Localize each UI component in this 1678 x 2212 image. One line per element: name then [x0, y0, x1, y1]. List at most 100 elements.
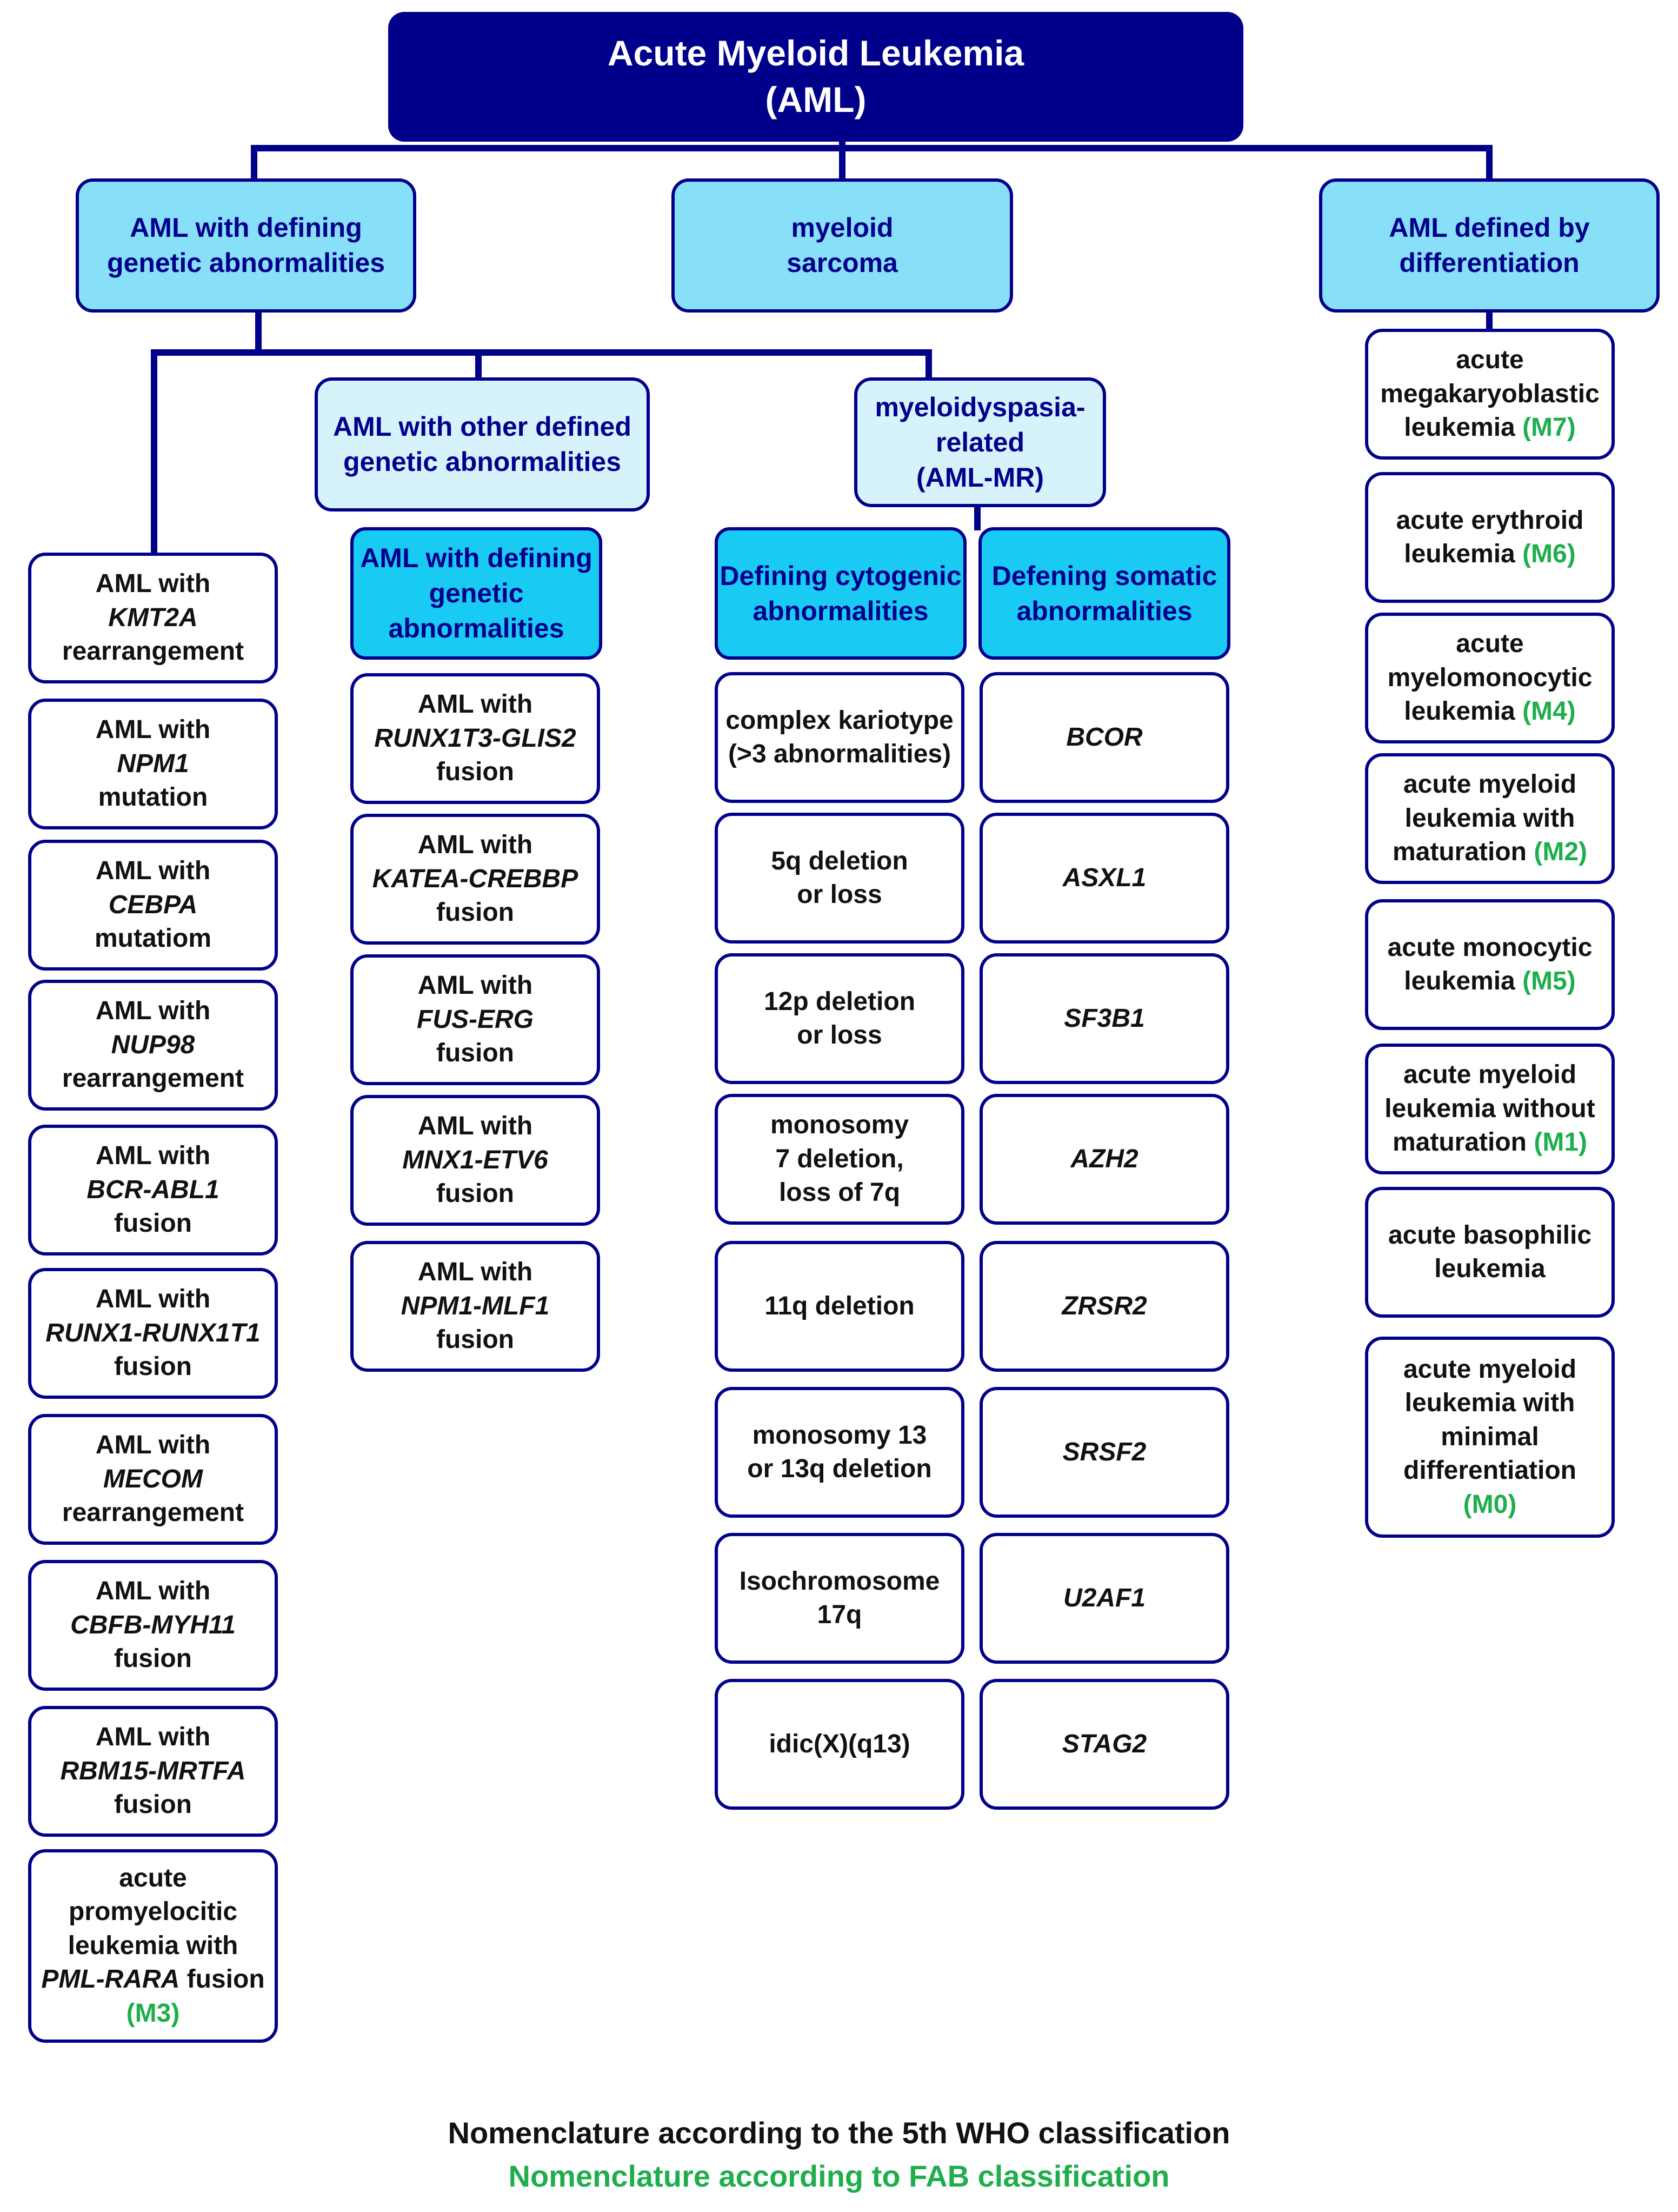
- node-label-line: leukemia (M4): [1404, 695, 1575, 728]
- gene-name: AZH2: [1070, 1144, 1138, 1173]
- node-label-line: acute myeloid: [1403, 1060, 1577, 1090]
- node-myeloid-sarcoma: myeloid sarcoma: [671, 178, 1013, 313]
- node-label-line: AML with: [95, 715, 211, 745]
- gene-name: NPM1: [117, 749, 189, 778]
- node-label-line: leukemia: [1434, 1254, 1546, 1283]
- node-label-line: genetic: [429, 578, 524, 608]
- node-other-defined-genetic: AML with other defined genetic abnormali…: [315, 377, 650, 512]
- leaf-somatic: U2AF1: [980, 1533, 1229, 1664]
- subheader-cytogenetic: Defining cytogenic abnormalities: [715, 527, 967, 660]
- node-label-line: myelomonocytic: [1387, 663, 1593, 692]
- leaf-somatic: STAG2: [980, 1679, 1229, 1810]
- node-label-line: fusion: [114, 1790, 192, 1819]
- leaf-cytogenetic: idic(X)(q13): [715, 1679, 964, 1810]
- node-label-line: fusion: [179, 1965, 265, 1994]
- root-aml: Acute Myeloid Leukemia (AML): [388, 12, 1243, 142]
- node-label-line: fusion: [436, 1325, 514, 1354]
- subheader-defining-genetic: AML with defining genetic abnormalities: [350, 527, 602, 660]
- node-label-line: AML with other defined: [333, 411, 631, 442]
- node-label-line: AML with: [95, 1723, 211, 1752]
- gene-name: ASXL1: [1062, 863, 1147, 892]
- node-label-line: minimal: [1441, 1422, 1539, 1451]
- gene-name: ZRSR2: [1062, 1291, 1147, 1320]
- node-label-line: AML defined by: [1389, 212, 1590, 243]
- node-label-line: promyelocitic: [68, 1897, 238, 1927]
- node-label-line: leukemia with: [1404, 803, 1575, 833]
- node-label-line: leukemia: [1404, 967, 1515, 995]
- legend-fab: Nomenclature according to FAB classifica…: [508, 2159, 1170, 2193]
- fab-code: (M5): [1522, 967, 1576, 995]
- node-label-line: myeloid: [791, 212, 894, 243]
- node-label-line: acute: [1456, 346, 1524, 375]
- gene-name: BCR-ABL1: [86, 1175, 219, 1204]
- node-label-line: rearrangement: [62, 1498, 244, 1527]
- node-label-line: leukemia (M6): [1404, 537, 1575, 571]
- gene-name: PML-RARA: [41, 1965, 180, 1994]
- node-label-line: complex kariotype: [725, 706, 954, 735]
- node-label-line: 17q: [817, 1600, 862, 1629]
- gene-name: SF3B1: [1064, 1004, 1145, 1033]
- node-label-line: abnormalities: [388, 613, 564, 643]
- node-label-line: leukemia without: [1384, 1094, 1595, 1123]
- gene-name: SRSF2: [1062, 1437, 1147, 1466]
- node-label-line: Defening somatic: [991, 560, 1217, 591]
- node-label-line: maturation: [1392, 1128, 1527, 1157]
- node-label-line: fusion: [436, 898, 514, 927]
- gene-name: KMT2A: [108, 603, 198, 632]
- leaf-somatic: ASXL1: [980, 813, 1229, 944]
- gene-name: CEBPA: [108, 890, 198, 919]
- gene-name: MECOM: [103, 1464, 203, 1493]
- node-label-line: PML-RARA fusion: [41, 1963, 264, 1996]
- node-label-line: leukemia (M5): [1404, 965, 1575, 998]
- node-myelodysplasia-related: myeloidyspasia- related (AML-MR): [854, 377, 1106, 507]
- node-label-line: 11q deletion: [764, 1291, 915, 1320]
- gene-name: KATEA-CREBBP: [372, 864, 578, 893]
- node-label-line: myeloidyspasia-: [875, 391, 1086, 422]
- node-label-line: rearrangement: [62, 1064, 244, 1093]
- root-title: Acute Myeloid Leukemia: [607, 33, 1024, 74]
- node-label-line: AML with: [417, 1258, 533, 1287]
- gene-name: RUNX1T3-GLIS2: [374, 723, 576, 753]
- node-label-line: acute basophilic: [1388, 1220, 1592, 1250]
- root-abbreviation: (AML): [765, 79, 867, 119]
- node-label-line: loss of 7q: [778, 1178, 901, 1207]
- node-label-line: AML with: [95, 1577, 211, 1606]
- node-label-line: idic(X)(q13): [769, 1729, 910, 1758]
- node-label-line: or loss: [797, 880, 882, 909]
- node-label-line: maturation (M2): [1393, 835, 1587, 869]
- leaf-somatic: AZH2: [980, 1094, 1229, 1225]
- node-label-line: fusion: [114, 1352, 192, 1381]
- node-label-line: AML with: [95, 1285, 211, 1314]
- node-label-line: 7 deletion,: [775, 1144, 904, 1173]
- node-label-line: AML with defining: [360, 543, 592, 573]
- fab-code: (M6): [1522, 540, 1576, 568]
- node-label-line: genetic abnormalities: [106, 248, 385, 278]
- node-label-line: AML with: [95, 569, 211, 599]
- node-label-line: (>3 abnormalities): [728, 740, 951, 768]
- fab-code: (M4): [1522, 697, 1576, 726]
- leaf-cytogenetic: monosomy 7 deletion, loss of 7q: [715, 1094, 964, 1225]
- node-label-line: AML with: [95, 1141, 211, 1171]
- fab-code: (M1): [1534, 1128, 1587, 1157]
- node-label-line: leukemia with: [1404, 1389, 1575, 1418]
- node-label-line: or 13q deletion: [747, 1454, 932, 1483]
- node-label-line: abnormalities: [753, 595, 929, 626]
- root-connector: [251, 138, 1493, 182]
- leaf-somatic: SRSF2: [980, 1387, 1229, 1518]
- node-label-line: monosomy: [770, 1111, 909, 1140]
- leaf-cytogenetic: complex kariotype (>3 abnormalities): [715, 672, 964, 803]
- node-label-line: 12p deletion: [763, 987, 916, 1016]
